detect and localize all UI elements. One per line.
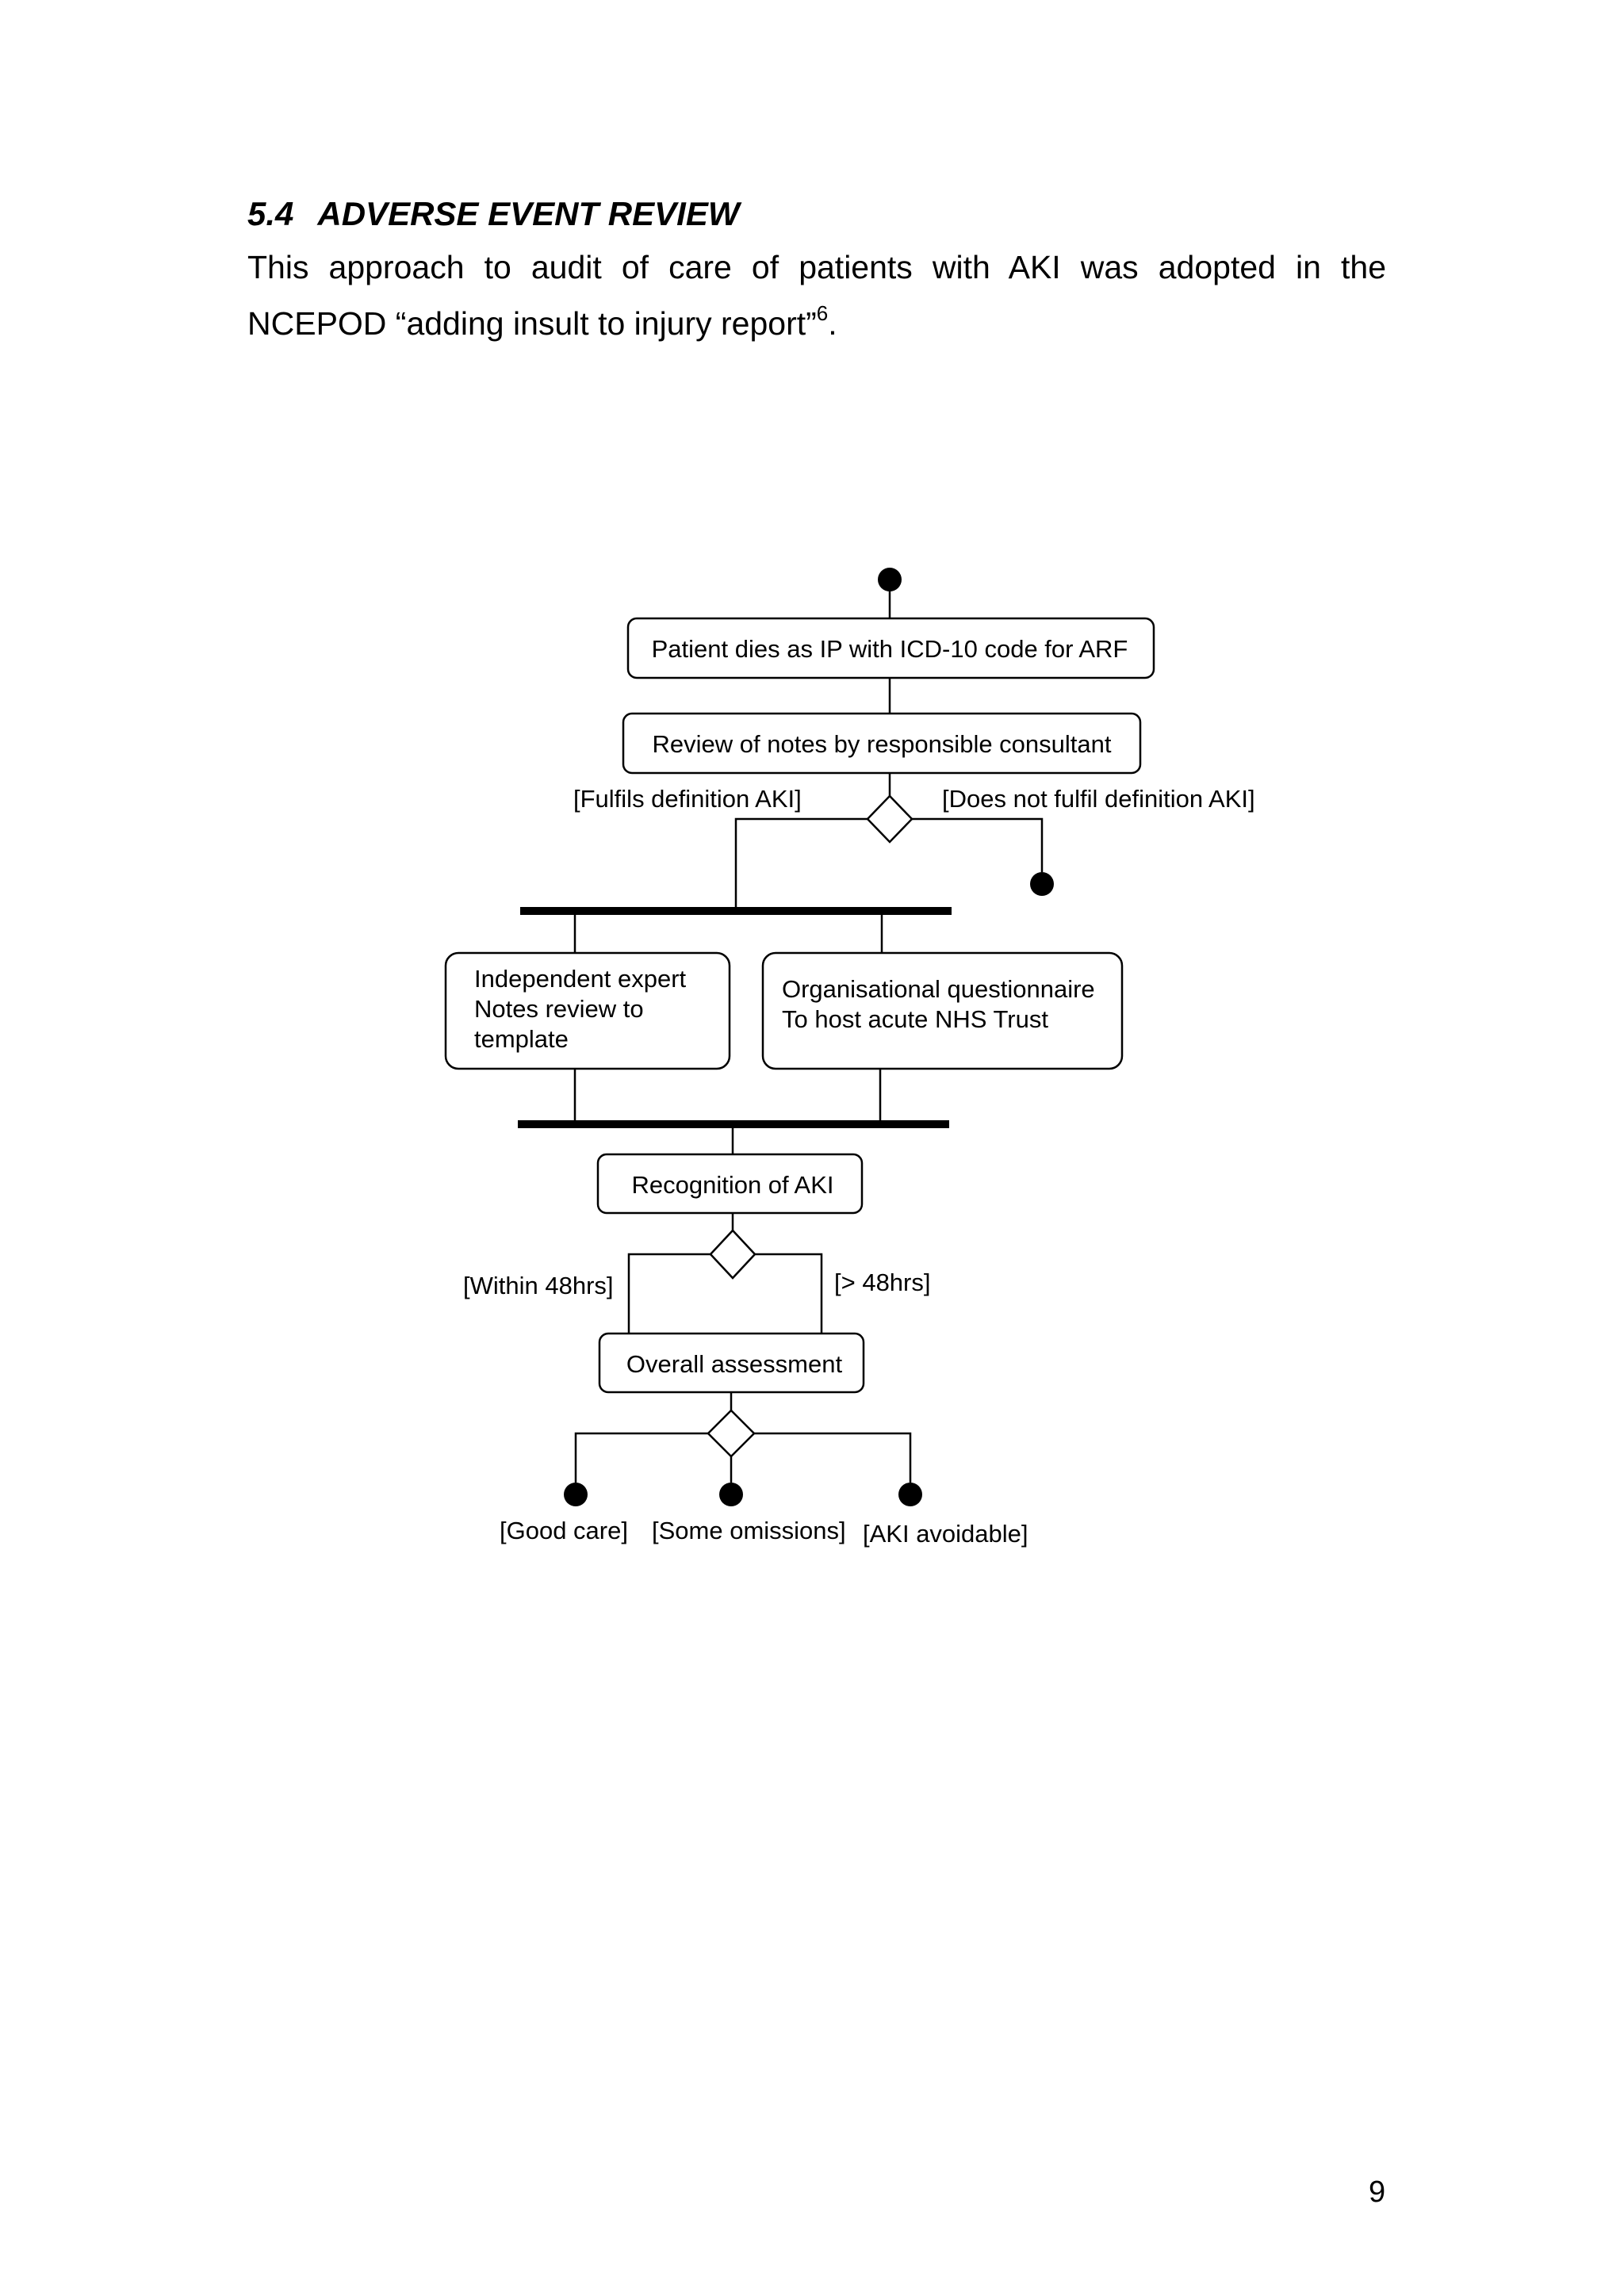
guard-over-48: [> 48hrs] — [834, 1269, 931, 1296]
activity-org-questionnaire: Organisational questionnaire To host acu… — [761, 951, 1124, 1070]
section-number: 5.4 — [247, 195, 294, 232]
fork-bar — [520, 907, 952, 915]
end-node-some-omissions — [719, 1483, 743, 1506]
activity-label: template — [474, 1025, 569, 1053]
page-number: 9 — [1369, 2175, 1386, 2209]
start-node — [878, 568, 902, 591]
activity-patient-dies: Patient dies as IP with ICD-10 code for … — [626, 617, 1155, 679]
activity-expert-review: Independent expert Notes review to templ… — [444, 951, 731, 1070]
diagram-connectors — [573, 591, 1044, 1483]
activity-label: Organisational questionnaire — [782, 975, 1095, 1003]
decision-diamond-timing — [709, 1229, 756, 1280]
activity-label: Review of notes by responsible consultan… — [653, 730, 1112, 758]
activity-label: Notes review to — [474, 995, 644, 1023]
end-node-not-aki — [1030, 872, 1054, 896]
section-heading: 5.4 ADVERSE EVENT REVIEW — [247, 195, 740, 233]
paragraph-text: This approach to audit of care of patien… — [247, 249, 1386, 342]
activity-label: Patient dies as IP with ICD-10 code for … — [652, 635, 1128, 663]
join-bar — [518, 1120, 949, 1128]
footnote-reference: 6 — [816, 301, 829, 325]
guard-some-omissions: [Some omissions] — [652, 1517, 846, 1544]
end-node-aki-avoidable — [898, 1483, 922, 1506]
decision-diamond-outcome — [707, 1409, 756, 1458]
activity-label: Overall assessment — [626, 1350, 843, 1378]
guard-good-care: [Good care] — [500, 1517, 628, 1544]
activity-review-notes: Review of notes by responsible consultan… — [622, 712, 1142, 775]
activity-label: Independent expert — [474, 965, 687, 993]
decision-diamond-aki-definition — [866, 794, 914, 844]
guard-within-48: [Within 48hrs] — [463, 1272, 614, 1299]
activity-label: To host acute NHS Trust — [782, 1005, 1048, 1033]
guard-not-fulfil: [Does not fulfil definition AKI] — [942, 785, 1255, 813]
section-title: ADVERSE EVENT REVIEW — [317, 195, 740, 232]
paragraph-end: . — [828, 305, 837, 342]
end-node-good-care — [564, 1483, 588, 1506]
guard-fulfils: [Fulfils definition AKI] — [573, 785, 802, 813]
activity-recognition: Recognition of AKI — [596, 1153, 864, 1215]
activity-overall-assessment: Overall assessment — [598, 1332, 865, 1394]
body-paragraph: This approach to audit of care of patien… — [247, 239, 1386, 352]
guard-aki-avoidable: [AKI avoidable] — [863, 1520, 1028, 1548]
activity-label: Recognition of AKI — [631, 1171, 833, 1199]
